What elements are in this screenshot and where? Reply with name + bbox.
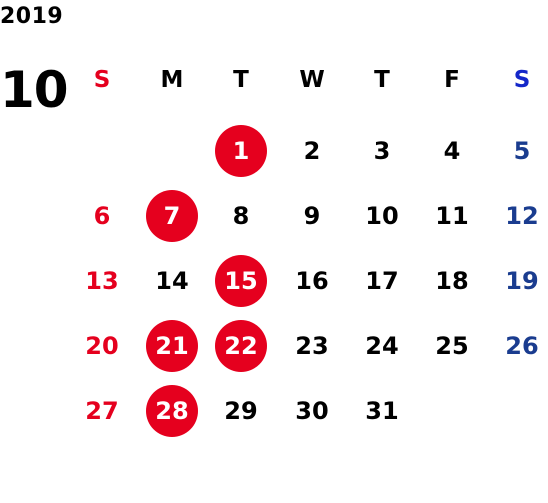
day-cell: 25 [435, 332, 469, 360]
day-cell: 6 [93, 202, 111, 230]
holiday-day-cell: 1 [215, 125, 267, 177]
day-cell: 5 [513, 137, 531, 165]
day-cell: 9 [303, 202, 321, 230]
day-cell: 14 [155, 267, 189, 295]
weekday-header: F [444, 67, 460, 93]
holiday-day-cell: 7 [146, 190, 198, 242]
day-cell: 3 [373, 137, 391, 165]
month-number: 10 [0, 61, 69, 119]
weekday-header: W [299, 67, 325, 93]
year-label: 2019 [0, 4, 64, 29]
day-cell: 30 [295, 397, 329, 425]
day-cell: 16 [295, 267, 329, 295]
holiday-day-cell: 22 [215, 320, 267, 372]
day-cell: 2 [303, 137, 321, 165]
day-cell: 23 [295, 332, 329, 360]
day-cell: 10 [365, 202, 399, 230]
day-cell: 4 [443, 137, 461, 165]
day-cell: 24 [365, 332, 399, 360]
day-cell: 31 [365, 397, 399, 425]
day-cell: 18 [435, 267, 469, 295]
day-cell: 29 [224, 397, 258, 425]
weekday-header: T [374, 67, 390, 93]
weekday-header: T [233, 67, 249, 93]
day-cell: 20 [85, 332, 119, 360]
day-cell: 11 [435, 202, 469, 230]
day-cell: 19 [505, 267, 539, 295]
day-cell: 12 [505, 202, 539, 230]
day-cell: 26 [505, 332, 539, 360]
holiday-day-cell: 15 [215, 255, 267, 307]
day-cell: 17 [365, 267, 399, 295]
weekday-header: S [513, 67, 531, 93]
day-cell: 8 [232, 202, 250, 230]
holiday-day-cell: 28 [146, 385, 198, 437]
weekday-header: M [160, 67, 184, 93]
day-cell: 13 [85, 267, 119, 295]
holiday-day-cell: 21 [146, 320, 198, 372]
day-cell: 27 [85, 397, 119, 425]
weekday-header: S [93, 67, 111, 93]
